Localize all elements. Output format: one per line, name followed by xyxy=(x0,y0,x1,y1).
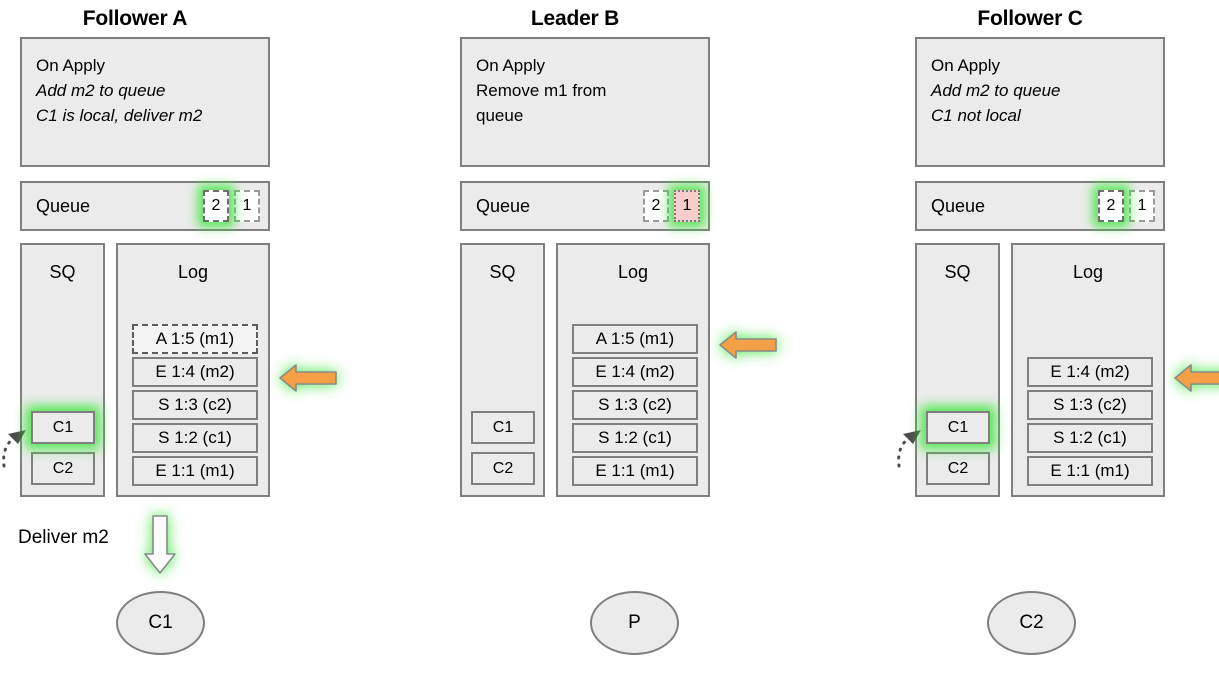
on-apply-header: On Apply xyxy=(476,56,545,75)
log-entry: S 1:2 (c1) xyxy=(1027,423,1153,453)
log-items: A 1:5 (m1) E 1:4 (m2) S 1:3 (c2) S 1:2 (… xyxy=(132,321,258,486)
log-entry: E 1:1 (m1) xyxy=(1027,456,1153,486)
on-apply-header: On Apply xyxy=(931,56,1000,75)
sq-item-c1: C1 xyxy=(926,411,990,444)
queue-label: Queue xyxy=(36,195,91,216)
apply-pointer-arrow-icon xyxy=(718,325,780,365)
log-entry: E 1:4 (m2) xyxy=(132,357,258,387)
node-column-leader-b: Leader B On Apply Remove m1 from queue Q… xyxy=(440,0,777,673)
log-entry: E 1:1 (m1) xyxy=(132,456,258,486)
sq-item-c1: C1 xyxy=(31,411,95,444)
log-items: A 1:5 (m1) E 1:4 (m2) S 1:3 (c2) S 1:2 (… xyxy=(572,321,698,486)
log-entry: S 1:2 (c1) xyxy=(132,423,258,453)
log-label: Log xyxy=(617,262,649,282)
node-column-follower-a: Follower A On Apply Add m2 to queue C1 i… xyxy=(0,0,337,673)
queue-cell-2: 2 xyxy=(1098,190,1124,222)
log-entry: S 1:3 (c2) xyxy=(132,390,258,420)
sq-label: SQ xyxy=(49,262,76,282)
sq-items: C1 C2 xyxy=(926,403,990,485)
on-apply-line-1: Add m2 to queue xyxy=(931,81,1061,100)
client-node-c2: C2 xyxy=(987,591,1076,655)
column-title-follower-a: Follower A xyxy=(82,7,188,30)
log-entry: E 1:4 (m2) xyxy=(1027,357,1153,387)
queue-cell-1: 1 xyxy=(234,190,260,222)
on-apply-line-2: C1 is local, deliver m2 xyxy=(36,106,203,125)
node-column-follower-c: Follower C On Apply Add m2 to queue C1 n… xyxy=(895,0,1219,673)
log-entry: S 1:2 (c1) xyxy=(572,423,698,453)
log-label: Log xyxy=(177,262,209,282)
sq-panel-follower-c: SQ C1 C2 xyxy=(915,243,1000,497)
queue-panel-follower-c: Queue 2 1 xyxy=(915,181,1165,231)
client-node-p: P xyxy=(590,591,679,655)
log-panel-follower-a: Log A 1:5 (m1) E 1:4 (m2) S 1:3 (c2) S 1… xyxy=(116,243,270,497)
sq-label: SQ xyxy=(489,262,516,282)
deliver-label-follower-a: Deliver m2 xyxy=(18,527,109,548)
sq-item-c2: C2 xyxy=(31,452,95,485)
queue-panel-leader-b: Queue 2 1 xyxy=(460,181,710,231)
column-title-leader-b: Leader B xyxy=(530,7,620,30)
queue-cells: 2 1 xyxy=(203,190,260,222)
queue-panel-follower-a: Queue 2 1 xyxy=(20,181,270,231)
log-entry: A 1:5 (m1) xyxy=(132,324,258,354)
log-entry: A 1:5 (m1) xyxy=(572,324,698,354)
sq-items: C1 C2 xyxy=(471,403,535,485)
client-node-c1: C1 xyxy=(116,591,205,655)
sq-panel-follower-a: SQ C1 C2 xyxy=(20,243,105,497)
log-entry: S 1:3 (c2) xyxy=(572,390,698,420)
column-title-follower-c: Follower C xyxy=(977,7,1083,30)
apply-pointer-arrow-icon xyxy=(278,358,340,398)
queue-cell-2: 2 xyxy=(643,190,669,222)
queue-cells: 2 1 xyxy=(1098,190,1155,222)
log-entry: E 1:4 (m2) xyxy=(572,357,698,387)
incoming-request-link-follower-c xyxy=(889,398,937,470)
deliver-down-arrow-icon xyxy=(142,514,178,576)
on-apply-line-2: C1 not local xyxy=(931,106,1021,125)
on-apply-panel-follower-c: On Apply Add m2 to queue C1 not local xyxy=(915,37,1165,167)
queue-label: Queue xyxy=(931,195,986,216)
on-apply-line-1: Remove m1 from xyxy=(476,81,607,100)
queue-cell-1: 1 xyxy=(1129,190,1155,222)
queue-cell-2: 2 xyxy=(203,190,229,222)
incoming-request-link-follower-a xyxy=(0,398,42,470)
log-panel-follower-c: Log E 1:4 (m2) S 1:3 (c2) S 1:2 (c1) E 1… xyxy=(1011,243,1165,497)
apply-pointer-arrow-icon xyxy=(1173,358,1219,398)
sq-panel-leader-b: SQ C1 C2 xyxy=(460,243,545,497)
log-entry: E 1:1 (m1) xyxy=(572,456,698,486)
sq-label: SQ xyxy=(944,262,971,282)
sq-item-c2: C2 xyxy=(926,452,990,485)
sq-items: C1 C2 xyxy=(31,403,95,485)
log-label: Log xyxy=(1072,262,1104,282)
sq-item-c2: C2 xyxy=(471,452,535,485)
on-apply-panel-follower-a: On Apply Add m2 to queue C1 is local, de… xyxy=(20,37,270,167)
on-apply-line-1: Add m2 to queue xyxy=(36,81,166,100)
queue-label: Queue xyxy=(476,195,531,216)
on-apply-line-2: queue xyxy=(476,106,524,125)
log-items: E 1:4 (m2) S 1:3 (c2) S 1:2 (c1) E 1:1 (… xyxy=(1027,354,1153,486)
log-panel-leader-b: Log A 1:5 (m1) E 1:4 (m2) S 1:3 (c2) S 1… xyxy=(556,243,710,497)
queue-cell-1: 1 xyxy=(674,190,700,222)
on-apply-panel-leader-b: On Apply Remove m1 from queue xyxy=(460,37,710,167)
sq-item-c1: C1 xyxy=(471,411,535,444)
on-apply-header: On Apply xyxy=(36,56,105,75)
queue-cells: 2 1 xyxy=(643,190,700,222)
log-entry: S 1:3 (c2) xyxy=(1027,390,1153,420)
